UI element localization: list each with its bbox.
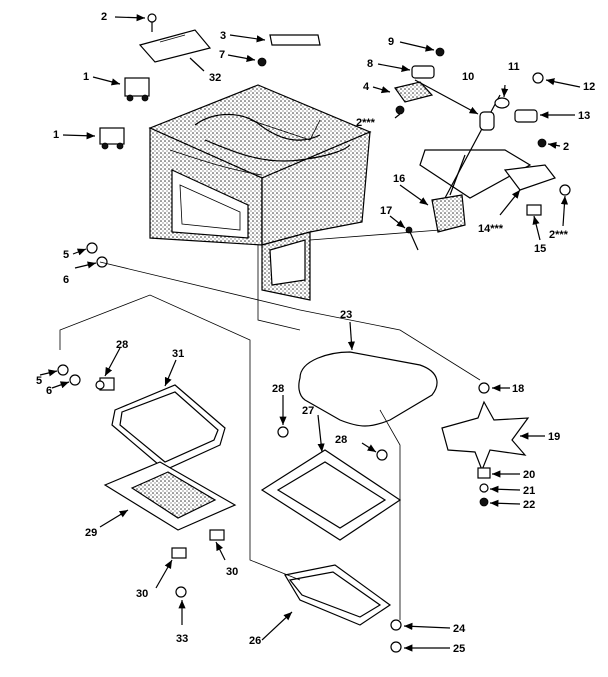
screw-25 — [390, 641, 402, 653]
tray-29 — [103, 461, 237, 531]
screw-7 — [257, 57, 267, 67]
label-2-top: 2 — [101, 11, 107, 23]
stirrer-fan-19 — [441, 400, 530, 472]
part-22 — [479, 497, 489, 507]
screw-24 — [390, 619, 402, 631]
label-19: 19 — [548, 431, 560, 443]
label-16: 16 — [393, 173, 405, 185]
label-26: 26 — [249, 635, 261, 647]
clip-30-right — [209, 529, 225, 541]
label-21: 21 — [523, 485, 535, 497]
label-14: 14*** — [478, 223, 504, 235]
screw-28-c — [95, 380, 105, 390]
label-25: 25 — [453, 643, 465, 655]
label-2-right: 2 — [563, 141, 569, 153]
label-12: 12 — [583, 81, 595, 93]
grommet-6-lower — [69, 374, 81, 386]
part-10 — [479, 111, 495, 131]
part-11 — [494, 97, 510, 109]
screw-17 — [405, 226, 419, 251]
part-15 — [526, 204, 542, 216]
oven-cavity — [148, 84, 372, 301]
washer-18 — [478, 382, 490, 394]
label-29: 29 — [85, 527, 97, 539]
label-23: 23 — [340, 309, 352, 321]
plate-4 — [393, 81, 434, 103]
grommet-5-lower — [57, 364, 69, 376]
label-1a: 1 — [83, 71, 89, 83]
screw-28-a — [277, 426, 289, 438]
grommet-6-upper — [96, 256, 108, 268]
screw-2-top — [147, 13, 157, 32]
label-10: 10 — [462, 71, 474, 83]
screw-2-right — [537, 138, 547, 148]
label-17: 17 — [380, 205, 392, 217]
part-8 — [411, 65, 435, 79]
label-28-b: 28 — [335, 434, 347, 446]
tray-27 — [260, 449, 402, 541]
label-6-upper: 6 — [63, 274, 69, 286]
label-1b: 1 — [53, 129, 59, 141]
leader-arrows — [39, 14, 581, 652]
screw-12 — [532, 72, 544, 84]
switch-1a — [124, 77, 150, 102]
part-21 — [479, 483, 489, 493]
motor-bracket-14 — [419, 149, 556, 199]
part-number-labels: 2 3 7 32 1 1 9 8 4 10 11 12 13 2 2*** 16… — [36, 11, 595, 655]
grommet-5-upper — [86, 242, 98, 254]
label-3: 3 — [220, 30, 226, 42]
heater-element-26 — [284, 564, 392, 626]
label-9: 9 — [388, 36, 394, 48]
label-18: 18 — [512, 383, 524, 395]
label-28-a: 28 — [272, 383, 284, 395]
label-22: 22 — [523, 499, 535, 511]
screw-9 — [435, 47, 445, 57]
label-31: 31 — [172, 348, 184, 360]
screw-33 — [175, 586, 187, 598]
label-11: 11 — [508, 61, 520, 73]
screw-2-lower — [559, 184, 571, 196]
label-7: 7 — [219, 49, 225, 61]
label-4: 4 — [363, 81, 370, 93]
label-24: 24 — [453, 623, 466, 635]
part-13 — [514, 109, 538, 123]
screw-2-mid — [395, 105, 405, 115]
label-8: 8 — [367, 58, 373, 70]
label-27: 27 — [302, 405, 314, 417]
label-5-upper: 5 — [63, 249, 69, 261]
label-15: 15 — [534, 243, 546, 255]
glass-plate-23 — [298, 351, 438, 427]
label-33: 33 — [176, 633, 188, 645]
label-32: 32 — [209, 72, 221, 84]
bracket-32 — [138, 29, 212, 63]
label-2-lower: 2*** — [549, 229, 569, 241]
switch-1b — [99, 127, 125, 150]
label-13: 13 — [578, 110, 590, 122]
label-5-lower: 5 — [36, 375, 42, 387]
part-20 — [477, 467, 491, 479]
label-6-lower: 6 — [46, 385, 52, 397]
connector-lines — [59, 229, 481, 620]
label-30-left: 30 — [136, 588, 148, 600]
label-2-mid: 2*** — [356, 117, 376, 129]
screw-28-b — [376, 449, 388, 461]
motor-16 — [431, 94, 501, 233]
clip-30-left — [171, 547, 187, 559]
label-28-left: 28 — [116, 339, 128, 351]
cover-3 — [269, 34, 321, 46]
label-20: 20 — [523, 469, 535, 481]
label-30-right: 30 — [226, 566, 238, 578]
heater-element-31 — [99, 377, 226, 471]
